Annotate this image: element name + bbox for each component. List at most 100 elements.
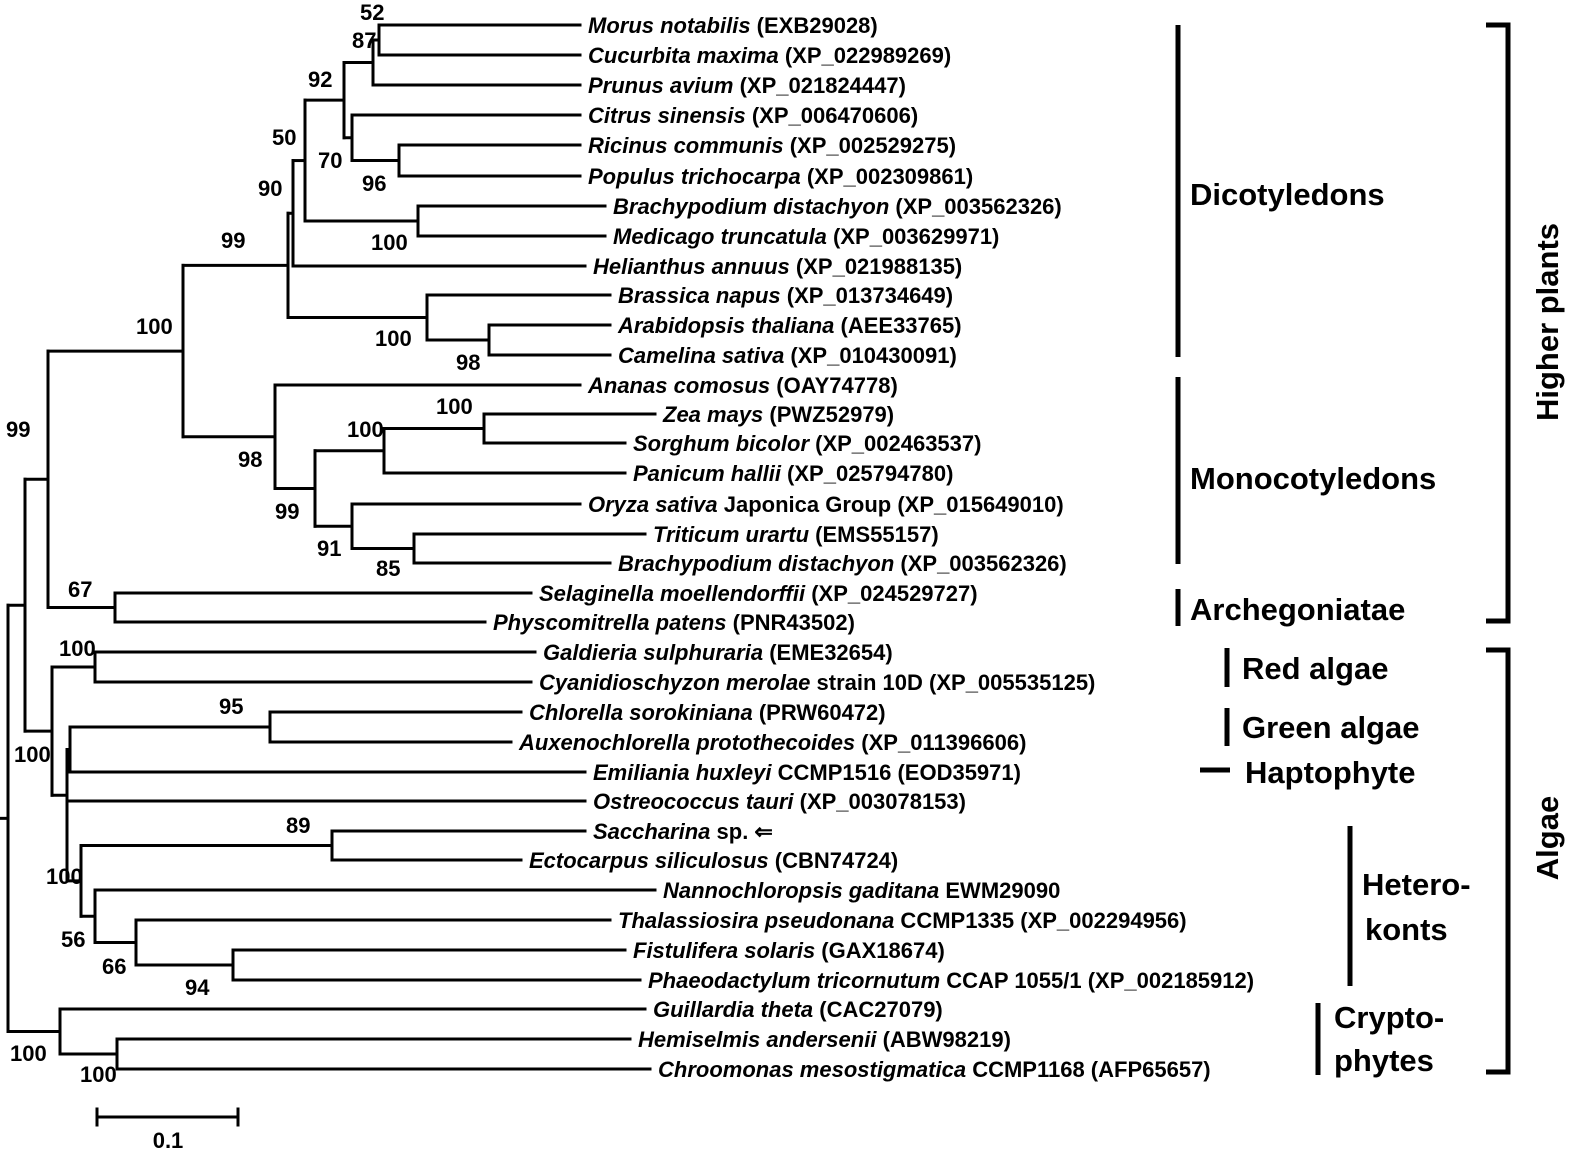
bootstrap-value: 56 [61,927,85,952]
taxon-species: Triticum urartu [653,522,810,547]
taxon-accession: (EMS55157) [809,522,939,547]
label-haptophyte: Haptophyte [1245,755,1416,790]
label-red-algae: Red algae [1242,651,1388,686]
taxon-label: Brachypodium distachyon (XP_003562326) [613,194,1062,219]
taxon-species: Thalassiosira pseudonana [618,908,894,933]
taxon-accession: CCMP1516 (EOD35971) [772,760,1021,785]
taxon-label: Saccharina sp. ⇐ [593,819,773,844]
taxon-label: Medicago truncatula (XP_003629971) [613,224,999,249]
taxon-species: Panicum hallii [633,461,782,486]
taxon-species: Arabidopsis thaliana [617,313,834,338]
taxon-label: Ectocarpus siliculosus (CBN74724) [529,848,898,873]
label-monocotyledons: Monocotyledons [1190,461,1436,496]
taxon-label: Nannochloropsis gaditana EWM29090 [663,878,1060,903]
bootstrap-value: 87 [352,28,376,53]
taxon-species: Physcomitrella patens [493,610,727,635]
taxon-accession: (PNR43502) [727,610,855,635]
taxon-accession: (XP_002463537) [809,431,981,456]
taxon-species: Chroomonas mesostigmatica [658,1057,966,1082]
taxon-species: Camelina sativa [618,343,784,368]
taxon-label: Thalassiosira pseudonana CCMP1335 (XP_00… [618,908,1187,933]
taxon-species: Emiliania huxleyi [593,760,772,785]
taxon-species: Prunus avium [588,73,733,98]
taxon-label: Helianthus annuus (XP_021988135) [593,254,962,279]
taxon-accession: (XP_006470606) [746,103,918,128]
taxon-accession: (XP_021988135) [790,254,962,279]
taxon-species: Ricinus communis [588,133,784,158]
bootstrap-value: 100 [371,230,408,255]
bootstrap-value: 94 [185,975,210,1000]
taxon-accession: (CBN74724) [769,848,899,873]
taxon-label: Chroomonas mesostigmatica CCMP1168 (AFP6… [658,1057,1211,1082]
taxon-labels: Morus notabilis (EXB29028)Cucurbita maxi… [493,13,1254,1082]
taxon-label: Cucurbita maxima (XP_022989269) [588,43,951,68]
taxon-accession: (XP_022989269) [779,43,951,68]
algae-bracket [1486,647,1511,1075]
taxon-accession: CCMP1335 (XP_002294956) [894,908,1186,933]
taxon-species: Selaginella moellendorffii [539,581,806,606]
taxon-species: Morus notabilis [588,13,751,38]
taxon-accession: (XP_021824447) [733,73,905,98]
taxon-species: Brachypodium distachyon [613,194,889,219]
taxon-accession: (XP_025794780) [781,461,953,486]
label-cryptophytes-line2: phytes [1334,1043,1434,1078]
taxon-species: Hemiselmis andersenii [638,1027,877,1052]
taxon-species: Populus trichocarpa [588,164,801,189]
taxon-accession: (XP_003562326) [889,194,1061,219]
taxon-species: Phaeodactylum tricornutum [648,968,940,993]
taxon-accession: (XP_003078153) [794,789,966,814]
bootstrap-value: 52 [360,0,384,25]
bootstrap-value: 95 [219,694,243,719]
taxon-label: Fistulifera solaris (GAX18674) [633,938,945,963]
taxon-species: Helianthus annuus [593,254,790,279]
taxon-species: Ostreococcus tauri [593,789,794,814]
label-archegoniatae: Archegoniatae [1190,592,1405,627]
taxon-accession: (XP_013734649) [781,283,953,308]
taxon-species: Nannochloropsis gaditana [663,878,939,903]
taxon-accession: (AEE33765) [834,313,961,338]
taxon-species: Guillardia theta [653,997,813,1022]
taxon-accession: (GAX18674) [815,938,945,963]
taxon-accession: (CAC27079) [813,997,943,1022]
taxon-label: Selaginella moellendorffii (XP_024529727… [539,581,978,606]
taxon-label: Phaeodactylum tricornutum CCAP 1055/1 (X… [648,968,1254,993]
bootstrap-value: 50 [272,125,296,150]
taxon-label: Zea mays (PWZ52979) [662,402,894,427]
bootstrap-value: 100 [14,742,51,767]
label-algae: Algae [1530,796,1565,880]
bootstrap-value: 100 [347,417,384,442]
label-higher-plants: Higher plants [1530,223,1565,421]
scale-bar: 0.1 [95,1107,240,1153]
taxon-species: Ectocarpus siliculosus [529,848,769,873]
taxon-label: Ostreococcus tauri (XP_003078153) [593,789,966,814]
taxon-species: Medicago truncatula [613,224,827,249]
taxon-species: Cyanidioschyzon merolae [539,670,810,695]
taxon-label: Sorghum bicolor (XP_002463537) [633,431,981,456]
taxon-accession: (EME32654) [763,640,893,665]
bootstrap-value: 99 [6,417,30,442]
taxon-label: Triticum urartu (EMS55157) [653,522,939,547]
bootstrap-value: 100 [10,1041,47,1066]
taxon-label: Panicum hallii (XP_025794780) [633,461,953,486]
taxon-label: Galdieria sulphuraria (EME32654) [543,640,893,665]
higher-plants-bracket [1486,22,1511,624]
taxon-label: Physcomitrella patens (PNR43502) [493,610,855,635]
scale-bar-label: 0.1 [153,1128,184,1153]
clade-bars [1175,22,1511,1075]
bootstrap-value: 89 [286,813,310,838]
taxon-accession: (ABW98219) [876,1027,1010,1052]
bootstrap-value: 91 [317,536,341,561]
taxon-species: Fistulifera solaris [633,938,815,963]
taxon-species: Brachypodium distachyon [618,551,894,576]
bootstrap-value: 67 [68,577,92,602]
taxon-label: Cyanidioschyzon merolae strain 10D (XP_0… [539,670,1095,695]
label-green-algae: Green algae [1242,710,1419,745]
taxon-accession: (XP_010430091) [784,343,956,368]
bootstrap-value: 96 [362,171,386,196]
taxon-label: Brachypodium distachyon (XP_003562326) [618,551,1067,576]
taxon-species: Zea mays [662,402,763,427]
bootstrap-value: 99 [221,228,245,253]
taxon-label: Brassica napus (XP_013734649) [618,283,953,308]
taxon-label: Chlorella sorokiniana (PRW60472) [529,700,886,725]
